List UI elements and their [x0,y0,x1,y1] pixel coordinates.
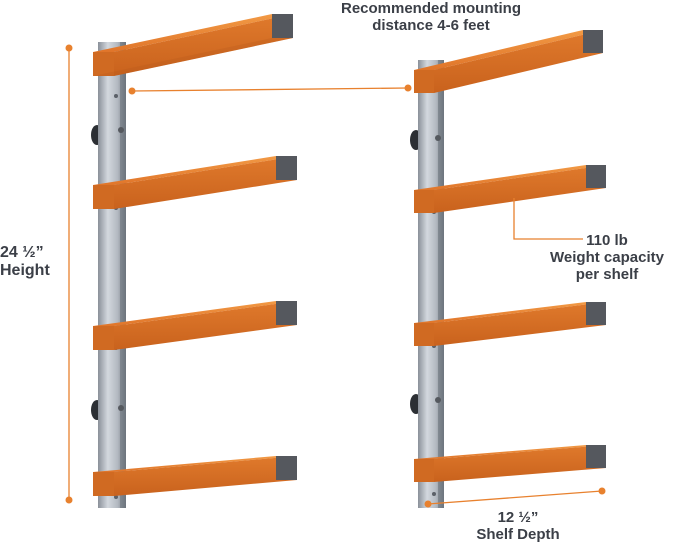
height-label: 24 ½” Height [0,244,60,280]
arm-end-cap [276,156,297,180]
bolt [435,135,441,141]
shelf-arm [93,301,297,350]
mounting-distance-line2: distance 4-6 feet [372,16,490,34]
shelf-depth-label: 12 ½” Shelf Depth [458,509,578,544]
shelf-arm [93,14,293,76]
depth-dimension-line [424,487,606,508]
weight-value: 110 lb [586,232,628,249]
bolt [435,397,441,403]
bolt [118,405,124,411]
shelf-arm [414,165,606,213]
arm-end-cap [276,456,297,480]
mounting-distance-line1: Recommended mounting [340,0,521,17]
shelf-arm [414,445,606,482]
arm-end-cap [586,302,606,325]
weight-capacity-label: 110 lb Weight capacity per shelf [538,232,676,283]
arm-end-cap [586,165,606,188]
rack-left [91,14,297,508]
height-value: 24 ½” [0,244,44,261]
shelf-arm [414,302,606,346]
mounting-distance-line [128,84,412,95]
rack-right [410,30,606,508]
arm-end-cap [272,14,293,38]
mounting-distance-label: Recommended mounting distance 4-6 feet [318,0,544,35]
shelf-arm [93,156,297,209]
height-dimension-line [65,44,73,504]
height-caption: Height [0,261,50,279]
weight-caption-line2: per shelf [575,265,639,283]
arm-end-cap [276,301,297,325]
arm-end-cap [586,445,606,468]
weight-caption-line1: Weight capacity [550,248,664,266]
depth-caption: Shelf Depth [476,525,560,543]
shelf-arm [93,456,297,496]
bolt [118,127,124,133]
capacity-leader-line [513,198,583,240]
arm-end-cap [583,30,603,53]
shelf-arm [414,30,603,93]
depth-value: 12 ½” [497,509,539,526]
